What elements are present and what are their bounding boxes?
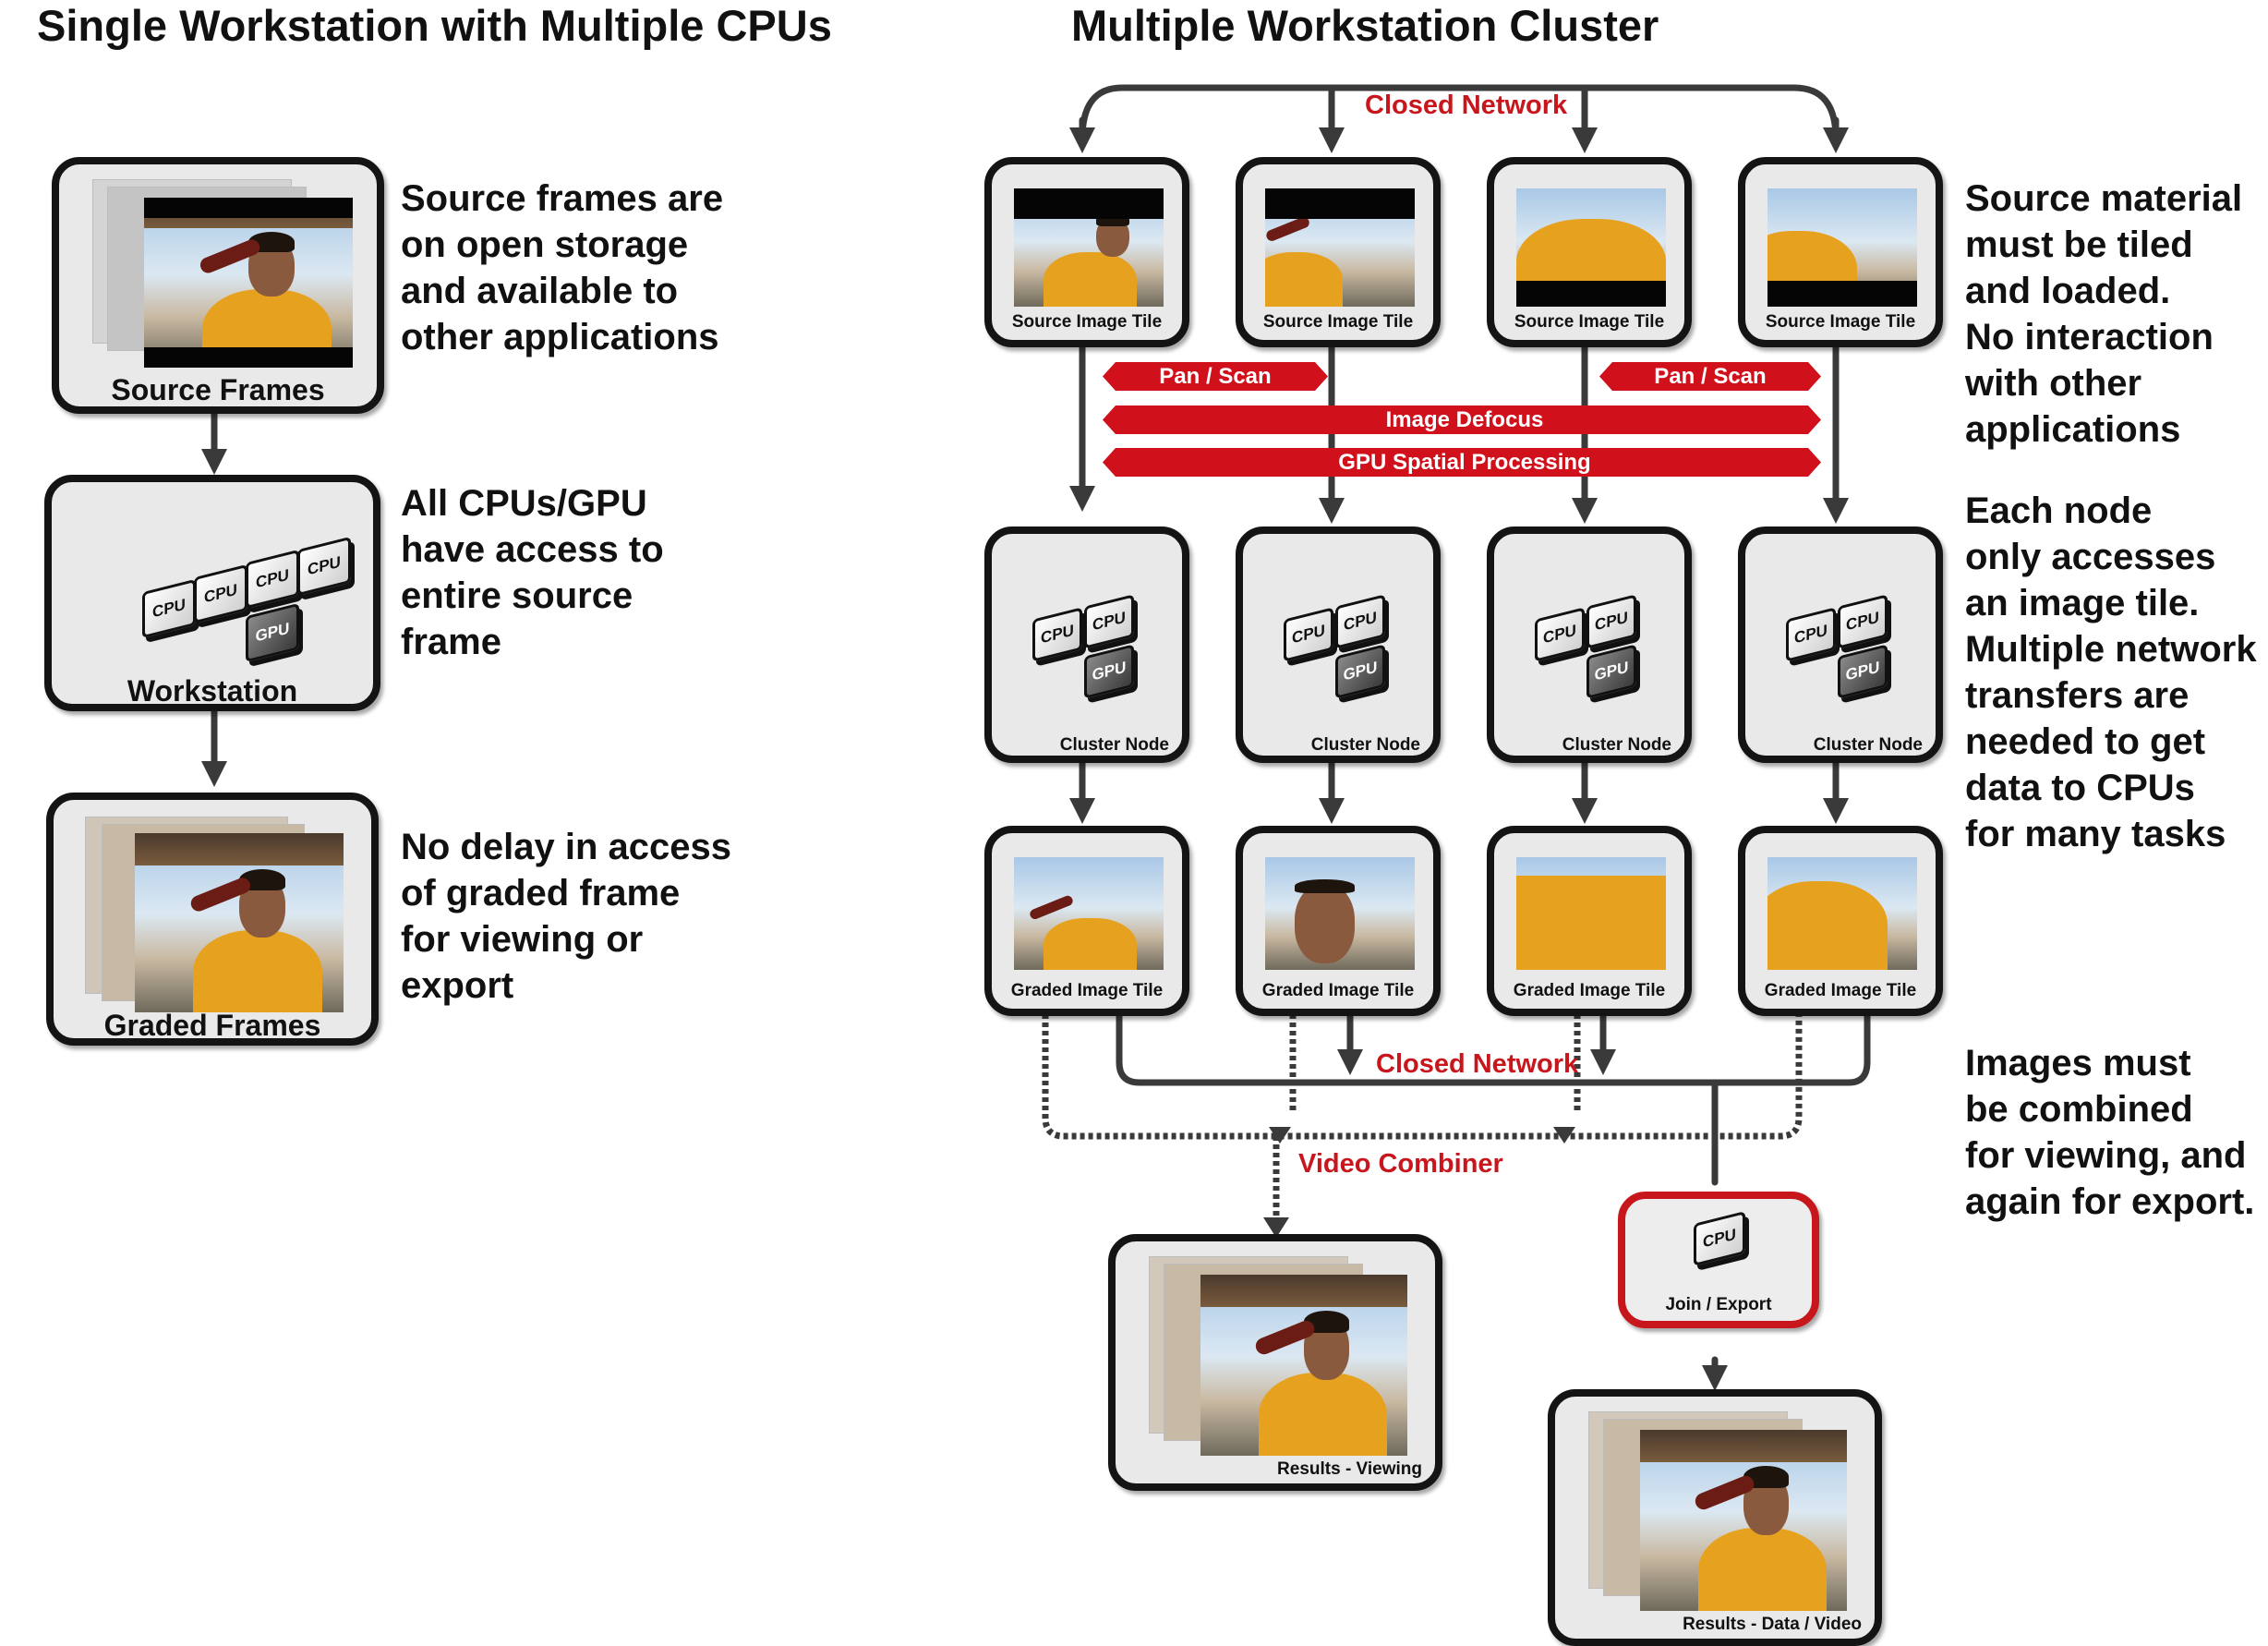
- graded-tile-label: Graded Image Tile: [1261, 981, 1415, 1000]
- graded-tile-1: Graded Image Tile: [984, 826, 1189, 1016]
- closed-network-bottom-label: Closed Network: [1376, 1049, 1579, 1079]
- cpu-chip: CPU: [1335, 594, 1385, 649]
- source-tile-3: Source Image Tile: [1487, 157, 1692, 347]
- pan-scan-banner-right: [1599, 362, 1821, 391]
- source-tile-label: Source Image Tile: [1514, 312, 1665, 332]
- pan-scan-label-left: Pan / Scan: [1159, 364, 1272, 389]
- right-title: Multiple Workstation Cluster: [1071, 1, 1659, 50]
- gpu-chip: GPU: [1586, 644, 1636, 699]
- graded-tile-label: Graded Image Tile: [1764, 981, 1917, 1000]
- cpu-chip: CPU: [194, 563, 247, 624]
- cpu-chip: CPU: [297, 536, 351, 597]
- source-frames-label: Source Frames: [111, 373, 325, 406]
- video-combiner-label: Video Combiner: [1298, 1149, 1503, 1179]
- cpu-chip: CPU: [1586, 594, 1636, 649]
- source-tile-label: Source Image Tile: [1262, 312, 1414, 332]
- source-tile-label: Source Image Tile: [1765, 312, 1916, 332]
- join-export-box: CPU Join / Export: [1618, 1192, 1819, 1328]
- workstation-box: CPU CPU CPU CPU GPU Workstation: [44, 475, 380, 711]
- closed-network-top-label: Closed Network: [1365, 91, 1568, 120]
- closed-network-top-line: [1079, 84, 1840, 142]
- video-combiner-line: [1042, 1014, 1803, 1140]
- graded-frames-box: Graded Frames: [46, 793, 379, 1046]
- graded-frame-image: [135, 833, 344, 1012]
- cluster-node-4: CPU CPU GPU Cluster Node: [1738, 526, 1943, 763]
- join-export-label: Join / Export: [1665, 1295, 1772, 1314]
- source-tile-label: Source Image Tile: [1011, 312, 1163, 332]
- cluster-node-label: Cluster Node: [1310, 735, 1420, 755]
- gpu-chip: GPU: [1838, 644, 1888, 699]
- cpu-chip: CPU: [1032, 607, 1082, 662]
- cpu-chip: CPU: [142, 578, 196, 639]
- cluster-node-label: Cluster Node: [1059, 735, 1169, 755]
- graded-tile-3: Graded Image Tile: [1487, 826, 1692, 1016]
- cpu-chip: CPU: [1838, 594, 1888, 649]
- cpu-chip: CPU: [1535, 607, 1585, 662]
- gpu-spatial-label: GPU Spatial Processing: [1338, 450, 1591, 475]
- source-tile-1: Source Image Tile: [984, 157, 1189, 347]
- image-defocus-label: Image Defocus: [1385, 407, 1544, 432]
- gpu-spatial-banner: [1103, 448, 1821, 477]
- results-data-video-box: Results - Data / Video: [1548, 1389, 1882, 1646]
- cluster-node-2: CPU CPU GPU Cluster Node: [1236, 526, 1441, 763]
- results-viewing-box: Results - Viewing: [1108, 1234, 1442, 1491]
- gpu-chip: GPU: [1335, 644, 1385, 699]
- graded-frames-label: Graded Frames: [103, 1009, 321, 1042]
- graded-tile-2: Graded Image Tile: [1236, 826, 1441, 1016]
- graded-tile-label: Graded Image Tile: [1010, 981, 1164, 1000]
- pan-scan-banner-left: [1103, 362, 1328, 391]
- cluster-node-3: CPU CPU GPU Cluster Node: [1487, 526, 1692, 763]
- cluster-node-1: CPU CPU GPU Cluster Node: [984, 526, 1189, 763]
- cpu-chip: CPU: [1084, 594, 1134, 649]
- pan-scan-label-right: Pan / Scan: [1654, 364, 1767, 389]
- cpu-chip: CPU: [246, 549, 299, 610]
- left-title: Single Workstation with Multiple CPUs: [37, 1, 832, 50]
- results-data-video-label: Results - Data / Video: [1683, 1615, 1862, 1634]
- cluster-node-label: Cluster Node: [1562, 735, 1671, 755]
- graded-tile-4: Graded Image Tile: [1738, 826, 1943, 1016]
- workstation-label: Workstation: [127, 674, 298, 708]
- gpu-chip: GPU: [1084, 644, 1134, 699]
- graded-tile-label: Graded Image Tile: [1513, 981, 1666, 1000]
- image-defocus-banner: [1103, 405, 1821, 434]
- cpu-chip: CPU: [1284, 607, 1333, 662]
- source-frames-box: Source Frames: [52, 157, 384, 414]
- source-tile-4: Source Image Tile: [1738, 157, 1943, 347]
- results-viewing-label: Results - Viewing: [1277, 1459, 1422, 1479]
- source-frame-image: [144, 198, 353, 368]
- gpu-chip: GPU: [246, 602, 299, 663]
- source-tile-2: Source Image Tile: [1236, 157, 1441, 347]
- cpu-chip: CPU: [1694, 1211, 1745, 1266]
- cpu-chip: CPU: [1786, 607, 1836, 662]
- closed-network-bottom-line: [1116, 1011, 1871, 1086]
- cluster-node-label: Cluster Node: [1813, 735, 1923, 755]
